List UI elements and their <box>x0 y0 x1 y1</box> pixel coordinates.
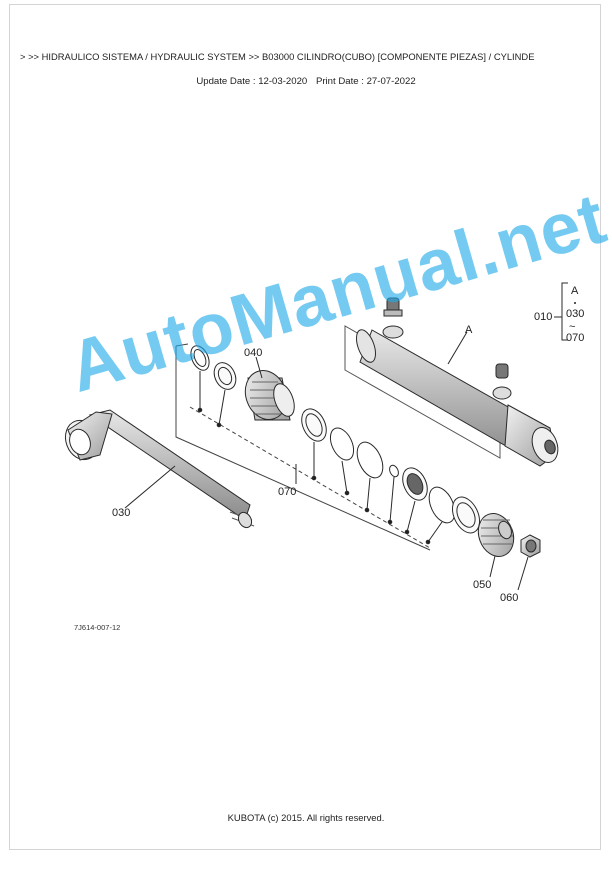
callout-a: A <box>465 324 473 336</box>
callout-070-top: 070 <box>566 332 584 344</box>
cylinder-body: A <box>344 297 559 467</box>
bracket-a-label: A <box>571 285 579 297</box>
seal-rings-left <box>190 345 237 428</box>
seal-kit-frame <box>175 343 431 551</box>
gland-part: 040 <box>244 347 295 421</box>
tilde-label: ~ <box>569 321 575 333</box>
reference-bracket: A 010 030 ~ 070 <box>534 282 584 344</box>
callout-040: 040 <box>244 347 262 359</box>
breadcrumb: > >> HIDRAULICO SISTEMA / HYDRAULIC SYST… <box>20 51 535 62</box>
piston-part: 050 <box>473 513 515 591</box>
callout-070: 070 <box>278 486 296 498</box>
seal-rings-middle: 070 <box>278 408 481 545</box>
nut-part: 060 <box>500 534 541 604</box>
callout-060: 060 <box>500 592 518 604</box>
copyright: KUBOTA (c) 2015. All rights reserved. <box>227 812 385 823</box>
callout-030: 030 <box>112 507 130 519</box>
date-line: Update Date : 12-03-2020 Print Date : 27… <box>0 76 612 87</box>
callout-010: 010 <box>534 311 552 323</box>
callout-030-top: 030 <box>566 308 584 320</box>
print-date: Print Date : 27-07-2022 <box>315 76 416 87</box>
update-date: Update Date : 12-03-2020 <box>196 76 308 87</box>
callout-050: 050 <box>473 579 491 591</box>
piston-rod: 030 <box>64 409 255 529</box>
figure-code: 7J614-007-12 <box>74 623 121 632</box>
